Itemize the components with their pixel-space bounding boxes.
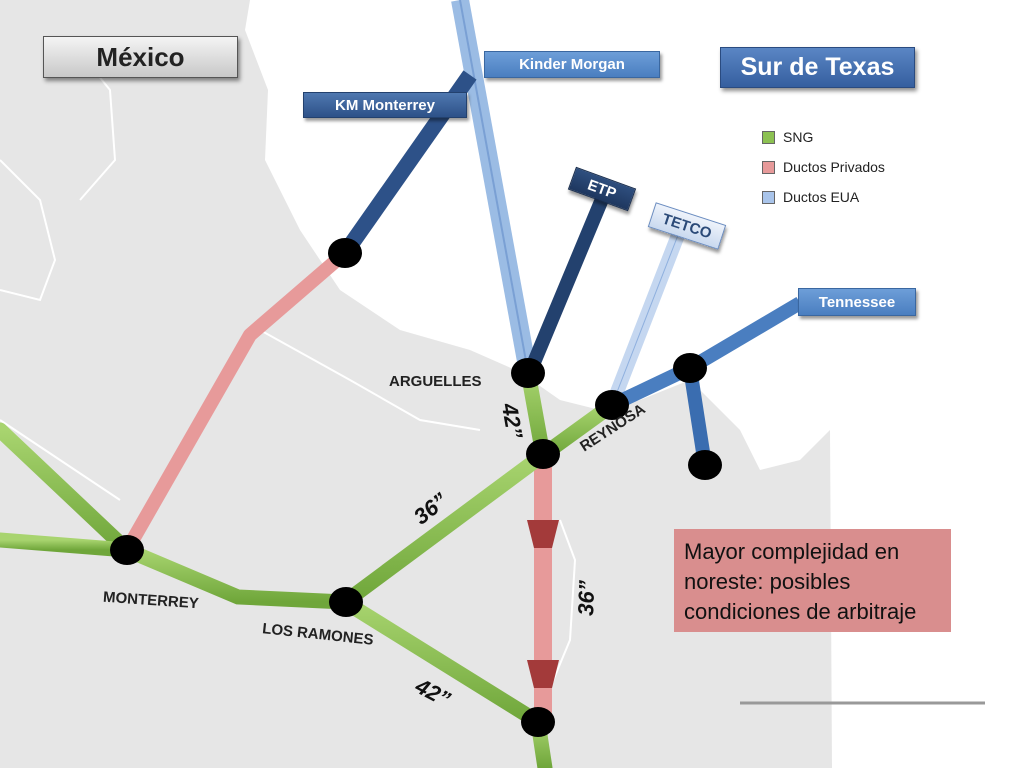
pipeline-nodes [110,238,722,737]
node-arguelles [511,358,545,388]
title-mexico: México [43,36,238,78]
node-tennessee-end [688,450,722,480]
legend-label: Ductos Privados [783,159,885,175]
legend-swatch [762,160,775,174]
node-south-end [521,707,555,737]
node-monterrey [110,535,144,565]
note-box: Mayor complejidad en noreste: posibles c… [674,529,951,632]
private-pipelines [120,247,559,720]
tag-km-monterrey: KM Monterrey [303,92,467,118]
legend-label: SNG [783,129,814,145]
place-arguelles: ARGUELLES [389,373,482,390]
pipe-private-monterrey [120,247,350,554]
node-reynosa-west [526,439,560,469]
pipe-etp [523,189,612,375]
tag-tennessee: Tennessee [798,288,916,316]
land-area [0,0,985,768]
node-km-junction [328,238,362,268]
legend-label: Ductos EUA [783,189,860,205]
size-label-red-corridor: 36” [573,579,600,617]
legend-item-us: Ductos EUA [762,182,885,212]
legend-item-sng: SNG [762,122,885,152]
flow-arrow-upper [527,520,559,548]
flow-arrow-lower [527,660,559,688]
tag-kinder-morgan: Kinder Morgan [484,51,660,78]
legend: SNG Ductos Privados Ductos EUA [762,122,885,212]
node-reynosa-east [595,390,629,420]
legend-item-private: Ductos Privados [762,152,885,182]
node-tennessee-junction [673,353,707,383]
node-los-ramones [329,587,363,617]
legend-swatch [762,190,775,204]
legend-swatch [762,130,775,144]
us-pipelines [338,0,804,467]
title-texas: Sur de Texas [720,47,915,88]
